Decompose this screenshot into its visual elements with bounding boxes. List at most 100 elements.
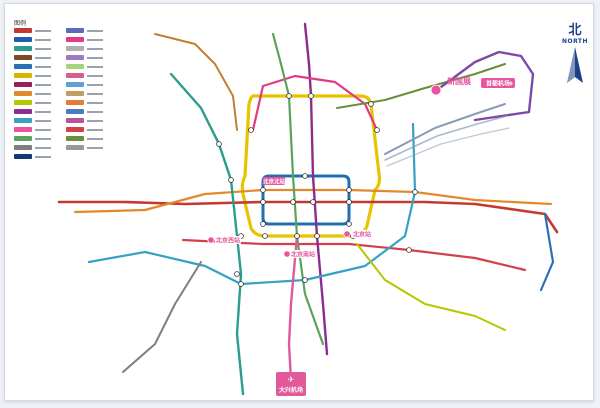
legend-right-label-placeholder [87, 74, 103, 77]
legend-right-label-placeholder [87, 83, 103, 86]
legend-left-label-placeholder [35, 92, 51, 95]
legend-left-swatch [14, 37, 32, 42]
legend-right-swatch [66, 109, 84, 114]
daxing-airport-label: 大兴机场 [279, 386, 303, 394]
line-16-path [154, 33, 238, 131]
legend-left-label-placeholder [35, 83, 51, 86]
interchange-station [308, 93, 314, 99]
legend-left-label-placeholder [35, 137, 51, 140]
interchange-station [368, 101, 374, 107]
legend-left-label-placeholder [35, 47, 51, 50]
compass-north-cn: 北 [568, 23, 582, 38]
line-14-path [87, 122, 417, 286]
compass: 北 NORTH [558, 24, 592, 88]
airport-express-path-2 [384, 115, 508, 161]
legend: 图例 [12, 18, 108, 166]
legend-right-swatch [66, 91, 84, 96]
interchange-station [290, 199, 296, 205]
hub-expo-label: 新国展 [447, 76, 471, 86]
hub-expo-dot [430, 84, 442, 96]
legend-left-swatch [14, 109, 32, 114]
yizhuang-line-path [356, 243, 506, 331]
metro-map-frame: 图例 北 NORTH 北京北站北京西站北京南站北京站新国展首都机场✈✈大兴机场 [4, 3, 594, 401]
legend-right-label-placeholder [87, 92, 103, 95]
capital-airport-label: 首都机场 [486, 80, 510, 88]
legend-right-label-placeholder [87, 119, 103, 122]
hub-west-station-label: 北京西站 [216, 237, 240, 245]
legend-right-swatch [66, 64, 84, 69]
legend-left-label-placeholder [35, 119, 51, 122]
legend-right-label-placeholder [87, 38, 103, 41]
compass-north-en: NORTH [561, 38, 589, 45]
legend-left-label-placeholder [35, 110, 51, 113]
legend-left-swatch [14, 100, 32, 105]
interchange-station [310, 199, 316, 205]
hub-north-station-label: 北京北站 [263, 178, 286, 186]
legend-right-label-placeholder [87, 65, 103, 68]
legend-right-swatch [66, 28, 84, 33]
interchange-station [314, 233, 320, 239]
legend-left-swatch [14, 82, 32, 87]
line-6-path [73, 188, 553, 214]
legend-left-label-placeholder [35, 29, 51, 32]
interchange-station [260, 199, 266, 205]
interchange-station [346, 187, 352, 193]
legend-right-swatch [66, 100, 84, 105]
legend-right-swatch [66, 46, 84, 51]
line-8-path [271, 32, 325, 346]
interchange-station [302, 173, 308, 179]
legend-left-swatch [14, 64, 32, 69]
interchange-station [228, 177, 234, 183]
hub-south-station-label: 北京南站 [291, 251, 315, 259]
legend-right-swatch [66, 118, 84, 123]
interchange-station [234, 271, 240, 277]
legend-left-swatch [14, 118, 32, 123]
line-1-path [57, 200, 559, 234]
legend-left-label-placeholder [35, 155, 51, 158]
interchange-station [286, 93, 292, 99]
legend-right-swatch [66, 145, 84, 150]
interchange-station [346, 221, 352, 227]
hub-north-station-badge [263, 177, 285, 185]
capital-airport-badge [481, 78, 515, 88]
fangshan-line-path [122, 261, 202, 373]
legend-right-label-placeholder [87, 137, 103, 140]
legend-left-swatch [14, 154, 32, 159]
line-13-path [251, 74, 379, 132]
interchange-station [302, 277, 308, 283]
interchange-station [238, 281, 244, 287]
interchange-station [412, 189, 418, 195]
airport-express-path-1 [384, 103, 506, 155]
legend-left-swatch [14, 127, 32, 132]
legend-right-swatch [66, 55, 84, 60]
legend-left-label-placeholder [35, 56, 51, 59]
interchange-station [294, 233, 300, 239]
legend-left-label-placeholder [35, 101, 51, 104]
capital-airport-line-path [435, 50, 535, 122]
line-4-path [169, 72, 245, 396]
hub-west-station-dot [207, 236, 215, 244]
legend-left-swatch [14, 46, 32, 51]
legend-right-label-placeholder [87, 128, 103, 131]
plane-icon: ✈ [288, 375, 295, 384]
daxing-airport-line-path [287, 234, 299, 382]
interchange-station [260, 221, 266, 227]
line-5-path [303, 22, 329, 356]
hub-east-station-dot [343, 230, 351, 238]
airport-express-path-3 [386, 127, 510, 167]
interchange-station [406, 247, 412, 253]
legend-right-swatch [66, 136, 84, 141]
line-7-path [181, 238, 527, 272]
legend-right-label-placeholder [87, 47, 103, 50]
legend-left-swatch [14, 136, 32, 141]
metro-map: 北京北站北京西站北京南站北京站新国展首都机场✈✈大兴机场 [57, 22, 559, 396]
legend-right-label-placeholder [87, 101, 103, 104]
legend-right-swatch [66, 37, 84, 42]
hub-east-station-bg [351, 230, 373, 238]
legend-left-label-placeholder [35, 74, 51, 77]
interchange-station [260, 187, 266, 193]
hub-west-station-bg [215, 236, 241, 244]
legend-left-label-placeholder [35, 38, 51, 41]
interchange-station [216, 141, 222, 147]
interchange-station [262, 233, 268, 239]
